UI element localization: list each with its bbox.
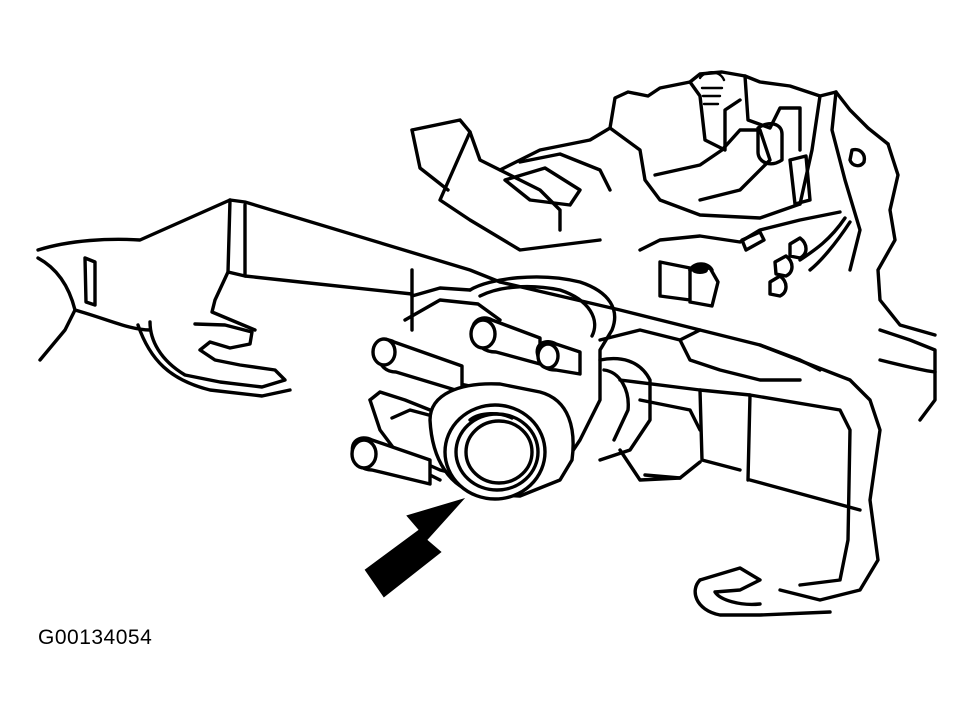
bearing-ring [428,382,575,501]
main-frame [498,280,937,617]
pointer-arrow-icon [364,498,466,598]
upper-housing [410,70,937,337]
pins [350,316,582,486]
figure-id-label: G00134054 [38,626,153,649]
lower-cover-left [36,198,502,398]
right-plate [638,210,852,308]
